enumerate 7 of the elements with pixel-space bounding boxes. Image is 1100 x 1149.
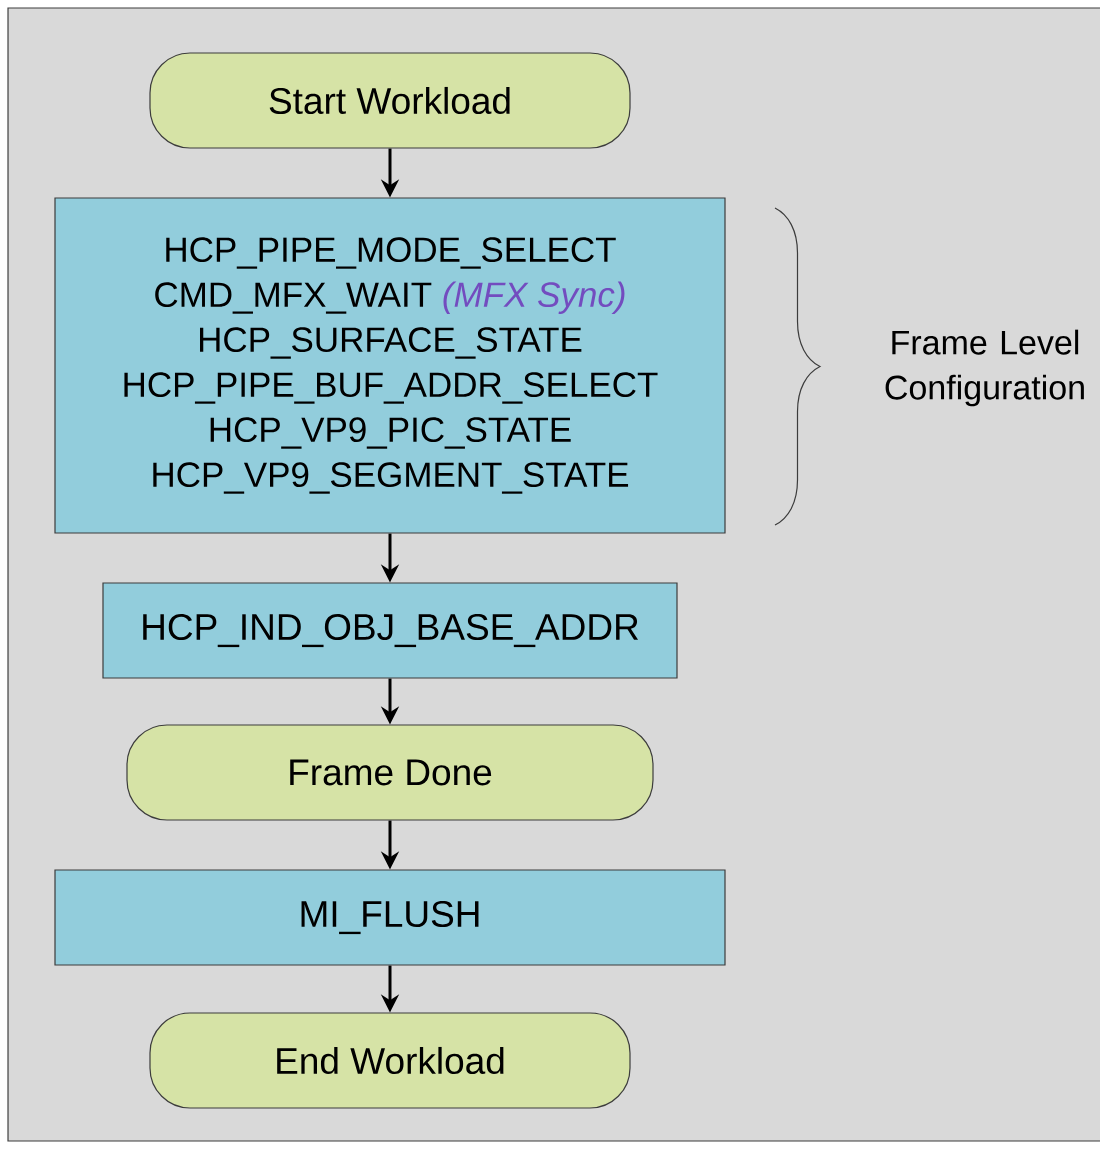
process-box: MI_FLUSH	[54, 869, 726, 966]
terminal-box: Frame Done	[126, 724, 654, 821]
terminal-box: End Workload	[149, 1012, 631, 1109]
terminal-box: Start Workload	[149, 52, 631, 149]
process-box: HCP_IND_OBJ_BASE_ADDR	[102, 582, 678, 679]
brace-label: Frame Level Configuration	[885, 329, 1084, 407]
process-box: HCP_PIPE_MODE_SELECT CMD_MFX_WAIT (MFX Sync) HCP_SURFACE_STATE HCP_PIPE_BUF_ADDR_SELECT HCP_VP9_PIC_STATE HCP_VP9_SEGMENT_STATE	[54, 197, 726, 534]
